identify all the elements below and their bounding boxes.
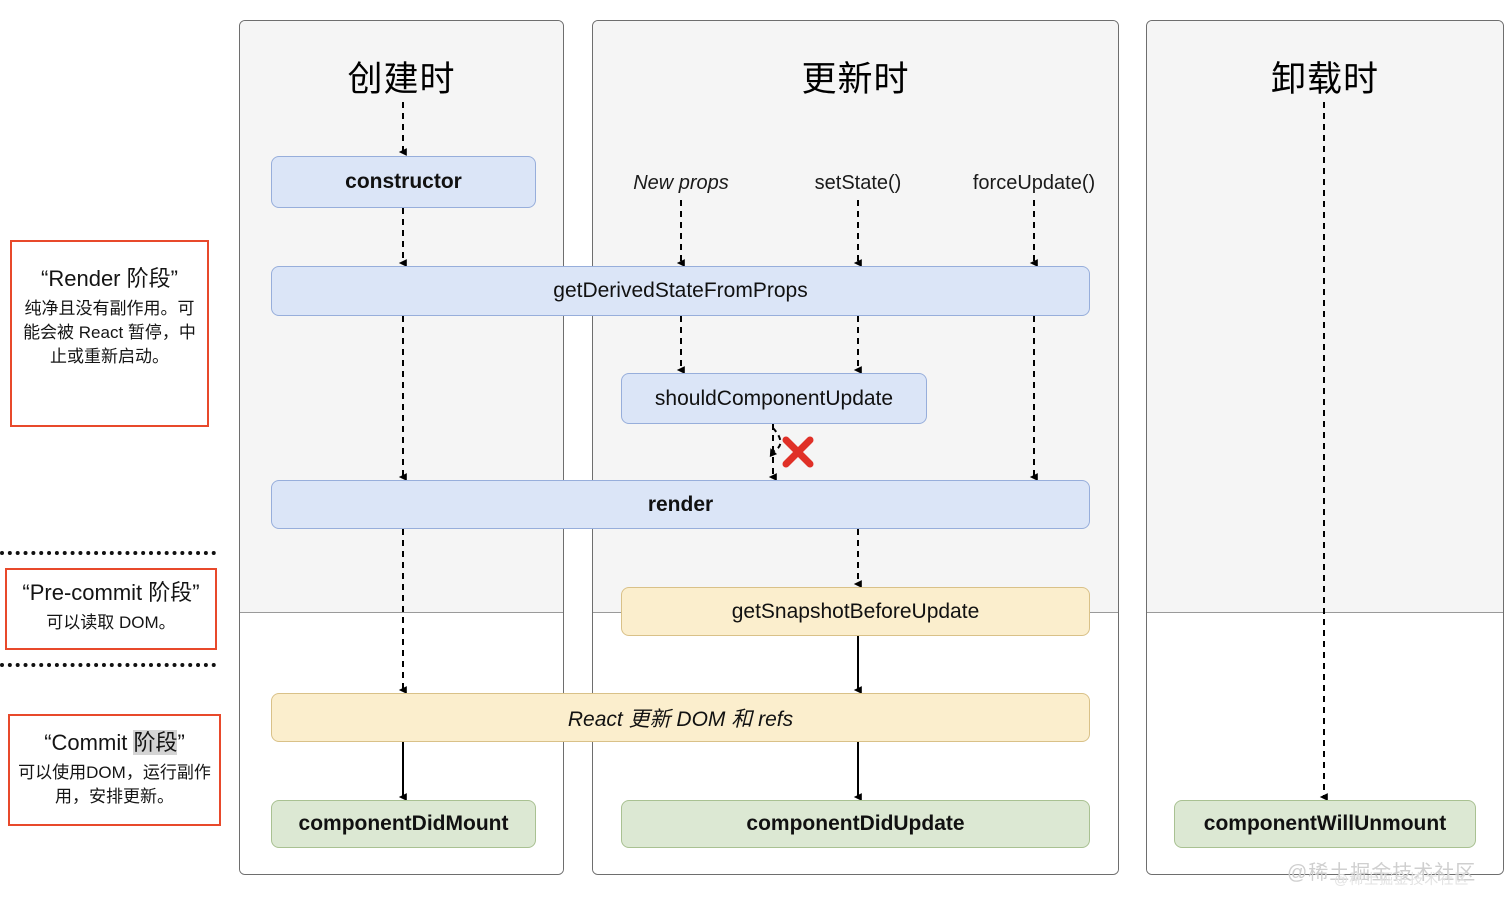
- column-title-mounting: 创建时: [347, 60, 456, 99]
- trigger-label-new-props: New props: [633, 172, 729, 194]
- phase-callout-render: “Render 阶段” 纯净且没有副作用。可能会被 React 暂停，中止或重新…: [10, 240, 209, 427]
- trigger-label-force-update: forceUpdate(): [972, 172, 1096, 194]
- lifecycle-box-component-will-unmount[interactable]: componentWillUnmount: [1174, 800, 1476, 848]
- phase-divider-pre-commit-bottom: [0, 663, 216, 667]
- lifecycle-box-should-component-update[interactable]: shouldComponentUpdate: [621, 373, 927, 424]
- phase-callout-pre-commit-title: “Pre-commit 阶段”: [22, 580, 200, 605]
- lifecycle-box-render[interactable]: render: [271, 480, 1090, 529]
- trigger-label-set-state: setState(): [814, 172, 902, 194]
- lifecycle-box-constructor[interactable]: constructor: [271, 156, 536, 208]
- lifecycle-box-get-snapshot-before-update[interactable]: getSnapshotBeforeUpdate: [621, 587, 1090, 636]
- phase-callout-pre-commit-body: 可以读取 DOM。: [46, 612, 176, 632]
- phase-callout-commit: “Commit 阶段” 可以使用DOM，运行副作用，安排更新。: [8, 714, 221, 826]
- phase-callout-render-title: “Render 阶段”: [41, 266, 178, 291]
- phase-callout-render-body: 纯净且没有副作用。可能会被 React 暂停，中止或重新启动。: [23, 298, 196, 366]
- phase-callout-commit-title: “Commit 阶段”: [18, 728, 211, 758]
- lifecycle-box-component-did-update[interactable]: componentDidUpdate: [621, 800, 1090, 848]
- lifecycle-box-component-did-mount[interactable]: componentDidMount: [271, 800, 536, 848]
- phase-callout-commit-body: 可以使用DOM，运行副作用，安排更新。: [18, 762, 211, 806]
- watermark-text: @稀土掘金技术社区: [1287, 862, 1477, 884]
- column-title-updating: 更新时: [801, 60, 910, 99]
- phase-divider-pre-commit-top: [0, 551, 216, 555]
- watermark-text-faint: @稀土掘金技术社区: [1334, 871, 1470, 887]
- phase-callout-commit-title-highlight: 阶段: [133, 730, 178, 755]
- phase-callout-commit-title-suffix: ”: [177, 730, 185, 755]
- skip-update-x-icon: [782, 436, 814, 468]
- lifecycle-box-react-updates-dom-and-refs[interactable]: React 更新 DOM 和 refs: [271, 693, 1090, 742]
- phase-callout-pre-commit: “Pre-commit 阶段” 可以读取 DOM。: [5, 568, 217, 650]
- lifecycle-box-get-derived-state-from-props[interactable]: getDerivedStateFromProps: [271, 266, 1090, 316]
- column-title-unmounting: 卸载时: [1270, 60, 1379, 99]
- phase-callout-commit-title-prefix: “Commit: [44, 730, 134, 755]
